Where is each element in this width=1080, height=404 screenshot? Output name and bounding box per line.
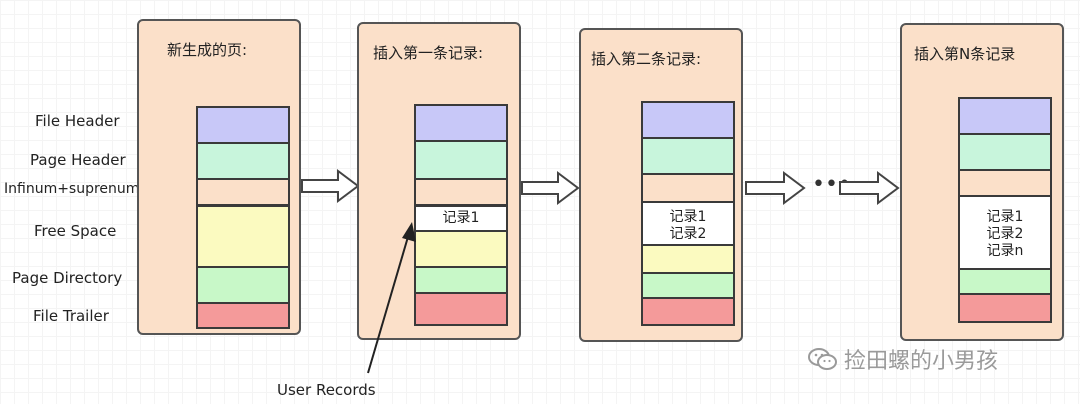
block-infimum-supremum xyxy=(414,178,508,206)
block-free-space xyxy=(196,205,290,268)
block-file-trailer xyxy=(958,293,1052,323)
block-file-header xyxy=(641,101,735,139)
block-infimum-supremum xyxy=(958,169,1052,197)
block-file-header xyxy=(414,104,508,142)
watermark-text: 捡田螺的小男孩 xyxy=(844,349,999,374)
block-page-directory xyxy=(196,266,290,304)
label-free-space: Free Space xyxy=(34,222,117,240)
block-page-directory xyxy=(641,272,735,299)
block-page-directory xyxy=(958,268,1052,295)
block-file-header xyxy=(196,106,290,144)
block-file-trailer xyxy=(414,292,508,326)
arrow-right-icon xyxy=(521,171,580,205)
block-page-header xyxy=(196,142,290,180)
label-file-trailer: File Trailer xyxy=(33,307,109,325)
block-free-space xyxy=(414,230,508,268)
block-records: 记录1 记录2 记录n xyxy=(958,195,1052,270)
block-file-header xyxy=(958,97,1052,135)
label-page-directory: Page Directory xyxy=(12,269,123,287)
panel-title: 插入第N条记录 xyxy=(914,45,1016,63)
label-infimum-supremum: Infinum+suprenum xyxy=(4,181,140,197)
block-infimum-supremum xyxy=(641,173,735,203)
record-label: 记录1 xyxy=(986,209,1024,225)
wechat-icon xyxy=(808,348,837,370)
block-records: 记录1 记录2 xyxy=(641,201,735,246)
record-label: 记录n xyxy=(986,243,1024,259)
block-file-trailer xyxy=(196,302,290,329)
panel-insert-nth: 插入第N条记录 记录1 记录2 记录n xyxy=(900,23,1064,341)
block-page-directory xyxy=(414,266,508,294)
arrow-right-icon xyxy=(745,171,806,205)
user-records-label: User Records xyxy=(277,381,376,399)
arrow-right-icon xyxy=(839,171,900,205)
panel-title: 插入第一条记录: xyxy=(373,44,484,62)
record-label: 记录1 xyxy=(442,210,480,226)
watermark: 捡田螺的小男孩 xyxy=(808,343,998,375)
block-file-trailer xyxy=(641,297,735,326)
panel-new-page: 新生成的页: xyxy=(137,19,301,335)
block-free-space xyxy=(641,244,735,274)
block-page-header xyxy=(958,133,1052,171)
block-page-header xyxy=(414,140,508,180)
block-infimum-supremum xyxy=(196,178,290,206)
panel-insert-first: 插入第一条记录: 记录1 xyxy=(357,22,521,340)
record-label: 记录1 xyxy=(669,209,707,225)
panel-title: 新生成的页: xyxy=(167,41,248,59)
block-page-header xyxy=(641,137,735,175)
record-label: 记录2 xyxy=(986,226,1024,242)
block-record-1: 记录1 xyxy=(414,205,508,232)
panel-insert-second: 插入第二条记录: 记录1 记录2 xyxy=(579,28,743,342)
label-file-header: File Header xyxy=(35,112,120,130)
user-records-pointer-icon xyxy=(367,222,416,374)
arrow-right-icon xyxy=(301,169,360,203)
label-page-header: Page Header xyxy=(30,151,126,169)
panel-title: 插入第二条记录: xyxy=(591,50,702,68)
record-label: 记录2 xyxy=(669,226,707,242)
